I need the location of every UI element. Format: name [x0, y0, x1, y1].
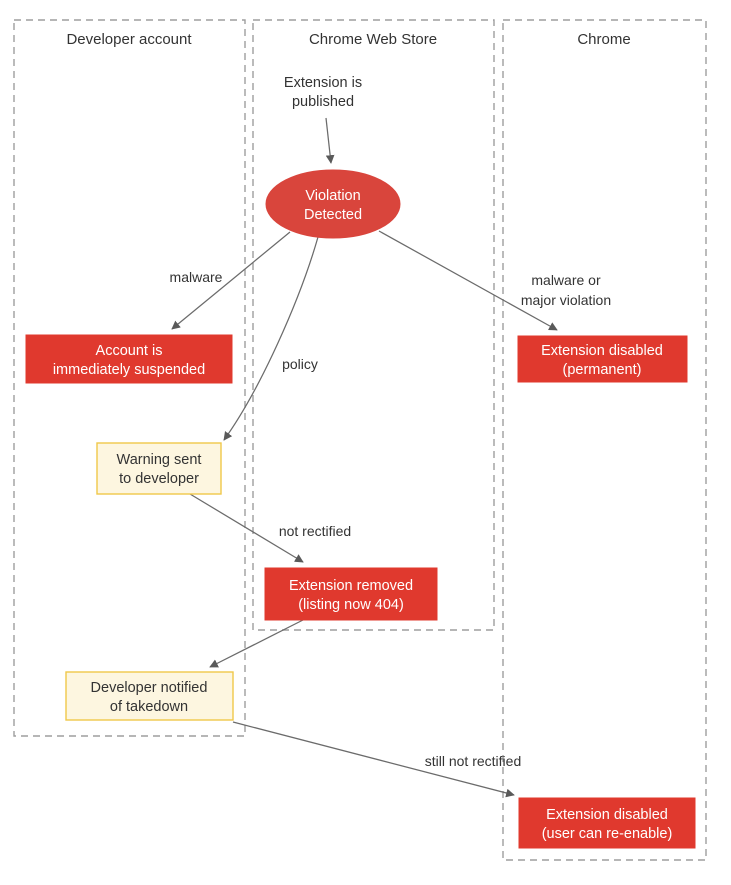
edge-published-to-violation: [325, 117, 335, 164]
swimlane-chrome: Chrome: [502, 19, 707, 861]
node-extension-disabled-permanent-label-line1: Extension disabled: [541, 343, 663, 359]
node-developer-notified[interactable]: Developer notified of takedown: [65, 671, 234, 721]
edge-violation-to-suspended: malware: [170, 231, 291, 330]
swimlane-developer-account-title: Developer account: [66, 31, 192, 48]
node-extension-removed-label-line1: Extension removed: [289, 578, 413, 594]
edge-removed-to-notified: [209, 619, 304, 668]
node-developer-notified-label-line2: of takedown: [110, 699, 188, 715]
swimlane-developer-account-boundary: [13, 19, 246, 737]
node-account-suspended-label-line2: immediately suspended: [53, 362, 205, 378]
node-account-suspended-shape[interactable]: [25, 334, 233, 384]
edge-published-to-violation-line: [325, 117, 335, 164]
edge-warning-to-removed-label: not rectified: [279, 523, 351, 539]
free-text-extension-published: Extension is published: [284, 75, 362, 110]
edge-notified-to-disabled-reenable: still not rectified: [232, 721, 521, 798]
node-developer-notified-label-line1: Developer notified: [91, 680, 208, 696]
node-extension-disabled-permanent[interactable]: Extension disabled (permanent): [517, 335, 688, 383]
node-warning-sent-label-line1: Warning sent: [117, 452, 202, 468]
edge-violation-to-disabled-permanent-line: [378, 230, 558, 331]
swimlane-chrome-boundary: [502, 19, 707, 861]
swimlane-developer-account: Developer account: [13, 19, 246, 737]
node-violation-detected-label-line2: Detected: [304, 207, 362, 223]
swimlane-chrome-web-store: Chrome Web Store: [252, 19, 495, 631]
edge-violation-to-disabled-permanent-label-line1: malware or: [531, 272, 601, 288]
node-extension-disabled-reenable-shape[interactable]: [518, 797, 696, 849]
edge-violation-to-disabled-permanent-label-line2: major violation: [521, 292, 611, 308]
edge-violation-to-disabled-permanent: malware or major violation: [378, 230, 611, 331]
swimlane-chrome-title: Chrome: [577, 31, 630, 48]
node-extension-disabled-reenable-label-line1: Extension disabled: [546, 807, 668, 823]
free-text-extension-published-line1: Extension is: [284, 75, 362, 91]
node-violation-detected-shape[interactable]: [265, 169, 401, 239]
edge-notified-to-disabled-reenable-label: still not rectified: [425, 753, 521, 769]
node-violation-detected-label-line1: Violation: [305, 188, 360, 204]
edge-violation-to-warning-label: policy: [282, 356, 318, 372]
node-extension-removed-shape[interactable]: [264, 567, 438, 621]
node-extension-disabled-reenable-label-line2: (user can re-enable): [542, 826, 673, 842]
node-warning-sent[interactable]: Warning sent to developer: [96, 442, 222, 495]
node-warning-sent-label-line2: to developer: [119, 471, 199, 487]
edge-violation-to-warning-line: [223, 236, 319, 441]
node-extension-removed-label-line2: (listing now 404): [298, 597, 404, 613]
edge-notified-to-disabled-reenable-line: [232, 721, 515, 798]
free-text-extension-published-line2: published: [292, 94, 354, 110]
node-violation-detected[interactable]: Violation Detected: [265, 169, 401, 239]
node-account-suspended[interactable]: Account is immediately suspended: [25, 334, 233, 384]
node-account-suspended-label-line1: Account is: [96, 343, 163, 359]
swimlane-chrome-web-store-boundary: [252, 19, 495, 631]
node-developer-notified-shape[interactable]: [65, 671, 234, 721]
node-extension-disabled-reenable[interactable]: Extension disabled (user can re-enable): [518, 797, 696, 849]
edge-warning-to-removed-line: [189, 493, 304, 563]
node-extension-removed[interactable]: Extension removed (listing now 404): [264, 567, 438, 621]
edge-violation-to-warning: policy: [223, 236, 319, 441]
node-extension-disabled-permanent-shape[interactable]: [517, 335, 688, 383]
node-warning-sent-shape[interactable]: [96, 442, 222, 495]
edge-removed-to-notified-line: [209, 619, 304, 668]
swimlane-chrome-web-store-title: Chrome Web Store: [309, 31, 437, 48]
edge-violation-to-suspended-line: [171, 231, 291, 330]
edge-violation-to-suspended-label: malware: [170, 269, 223, 285]
edge-warning-to-removed: not rectified: [189, 493, 351, 563]
node-extension-disabled-permanent-label-line2: (permanent): [563, 362, 642, 378]
